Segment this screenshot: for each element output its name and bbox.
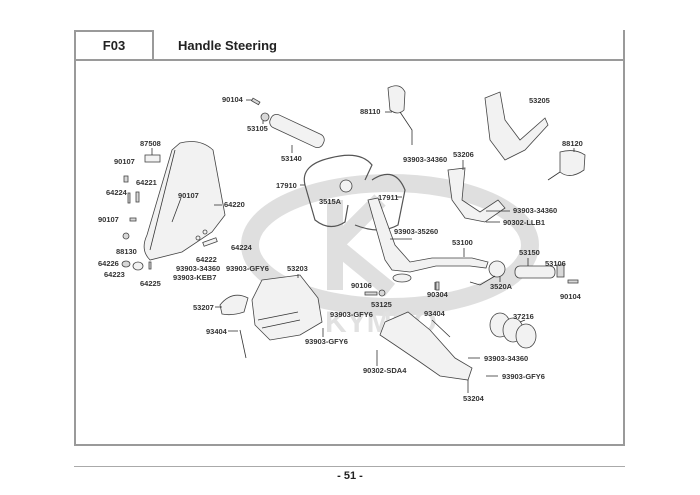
part-label[interactable]: 53100 (452, 238, 473, 247)
header-divider (74, 59, 625, 61)
part-label[interactable]: 53203 (287, 264, 308, 273)
part-label[interactable]: 64222 (196, 255, 217, 264)
part-label[interactable]: 93404 (424, 309, 446, 318)
part-label[interactable]: 88120 (562, 139, 583, 148)
part-label[interactable]: 93903-GFY6 (305, 337, 348, 346)
part-label[interactable]: 90104 (560, 292, 582, 301)
part-label[interactable]: 64225 (140, 279, 161, 288)
part-label[interactable]: 93903-GFY6 (226, 264, 269, 273)
part-label[interactable]: 53125 (371, 300, 392, 309)
part-label[interactable]: 90106 (351, 281, 372, 290)
screw-icon (121, 175, 218, 271)
windshield-part[interactable] (143, 141, 226, 261)
part-label[interactable]: 90107 (178, 191, 199, 200)
watermark-ellipse (241, 174, 539, 316)
part-label[interactable]: 93903-GFY6 (502, 372, 545, 381)
switch-right-part[interactable] (469, 260, 506, 286)
part-label[interactable]: 64224 (231, 243, 253, 252)
part-labels: 90104 53105 53140 88110 53205 87508 9010… (98, 95, 583, 403)
part-label[interactable]: 90302-LLB1 (503, 218, 545, 227)
part-label[interactable]: 53140 (281, 154, 302, 163)
part-label[interactable]: 93903-34360 (513, 206, 557, 215)
part-label[interactable]: 64221 (136, 178, 157, 187)
label-plate-part[interactable] (144, 154, 161, 163)
part-label[interactable]: 93903-GFY6 (330, 310, 373, 319)
part-label[interactable]: 53206 (453, 150, 474, 159)
part-label[interactable]: 93404 (206, 327, 228, 336)
part-label[interactable]: 90302-SDA4 (363, 366, 407, 375)
part-label[interactable]: 53207 (193, 303, 214, 312)
part-label[interactable]: 88110 (360, 107, 380, 116)
part-label[interactable]: 87508 (140, 139, 161, 148)
part-label[interactable]: 3515A (319, 197, 342, 206)
diagram-frame (74, 30, 625, 446)
meter-gasket-part[interactable] (489, 312, 537, 349)
grip-part[interactable] (250, 97, 327, 149)
grip-right-part[interactable] (514, 264, 579, 284)
small-cover-part[interactable] (219, 294, 249, 316)
part-label[interactable]: 93903-34360 (176, 264, 220, 273)
part-label[interactable]: 64220 (224, 200, 245, 209)
part-label[interactable]: 53105 (247, 124, 268, 133)
part-label[interactable]: 90107 (98, 215, 119, 224)
part-label[interactable]: 90107 (114, 157, 135, 166)
mirror-left-part[interactable] (387, 85, 413, 145)
part-label[interactable]: 17911 (378, 193, 398, 202)
handlebar-part[interactable] (367, 197, 489, 283)
meter-cover-part[interactable] (251, 274, 323, 341)
part-label[interactable]: 93903-34360 (484, 354, 528, 363)
part-label[interactable]: 93903-KEB7 (173, 273, 216, 282)
part-label[interactable]: 64224 (106, 188, 128, 197)
part-label[interactable]: 3520A (490, 282, 513, 291)
part-label[interactable]: 64226 (98, 259, 119, 268)
section-code: F03 (74, 30, 154, 61)
page-number: - 51 - (337, 470, 363, 482)
part-label[interactable]: 88130 (116, 247, 137, 256)
footer-divider (74, 466, 625, 467)
page-title: Handle Steering (178, 38, 277, 53)
bolt-icon (239, 281, 451, 359)
part-label[interactable]: 90304 (427, 290, 449, 299)
mirror-right-part[interactable] (547, 150, 586, 181)
part-label[interactable]: 93903-34360 (403, 155, 447, 164)
part-label[interactable]: 37216 (513, 312, 534, 321)
part-label[interactable]: 90104 (222, 95, 244, 104)
leader-lines (151, 99, 575, 393)
part-label[interactable]: 93903-35260 (394, 227, 438, 236)
cable-part[interactable] (303, 154, 406, 231)
part-label[interactable]: 53204 (463, 394, 485, 403)
front-cover-upper-part[interactable] (484, 91, 549, 161)
part-label[interactable]: 53106 (545, 259, 566, 268)
part-label[interactable]: 64223 (104, 270, 125, 279)
part-label[interactable]: 53205 (529, 96, 550, 105)
part-label[interactable]: 17910 (276, 181, 297, 190)
inner-cover-part[interactable] (447, 167, 506, 223)
part-label[interactable]: 53150 (519, 248, 540, 257)
